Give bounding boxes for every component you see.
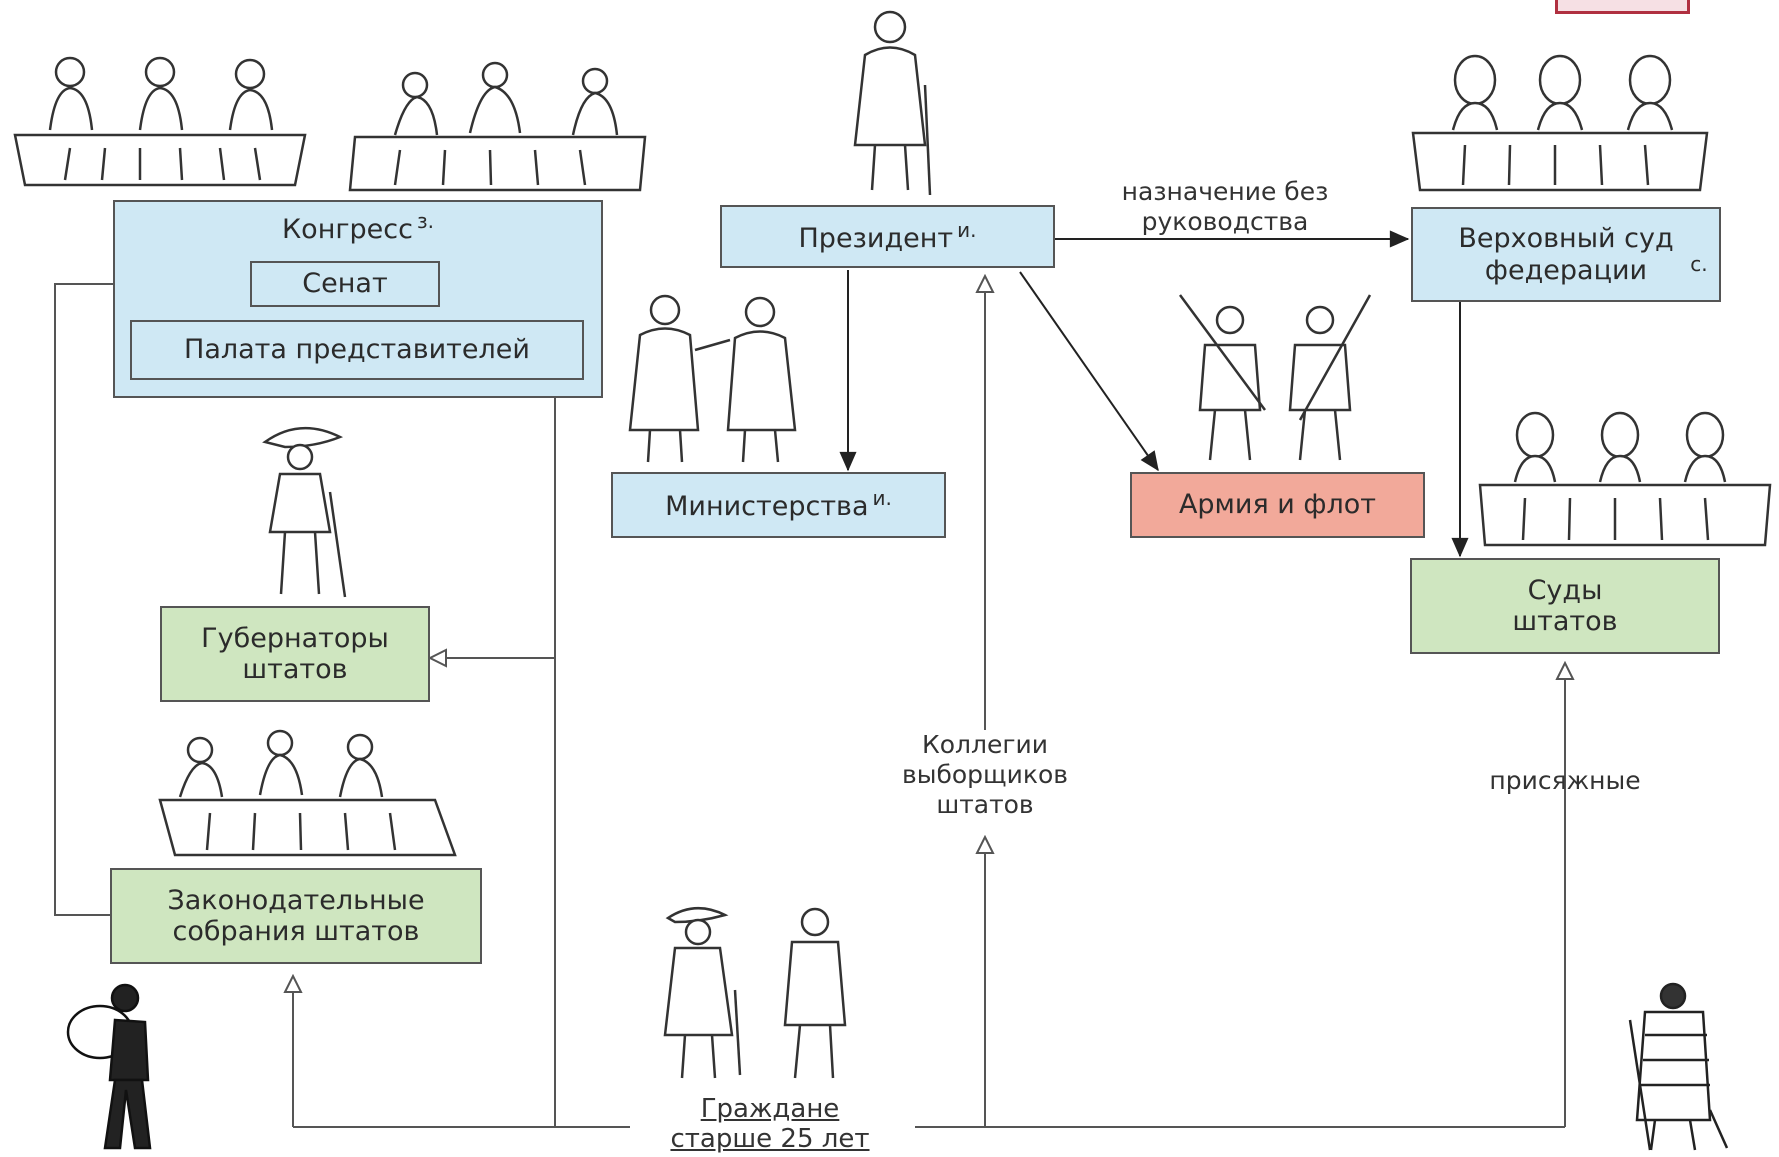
army-box: Армия и флот	[1130, 472, 1425, 538]
governors-label: Губернаторы штатов	[201, 622, 389, 685]
seated-officials-table-icon	[10, 40, 310, 190]
supreme-court-label: Верховный суд федерации	[1458, 223, 1674, 286]
arrow-president-army	[1019, 271, 1159, 472]
judges-table-icon	[1475, 400, 1775, 550]
state-courts-label: Суды штатов	[1512, 574, 1618, 637]
state-legislatures-box: Законодательные собрания штатов	[110, 868, 482, 964]
corner-marker	[1555, 0, 1690, 14]
house-label: Палата представителей	[184, 334, 530, 366]
slave-icon	[60, 980, 175, 1155]
seated-officials-table-icon	[345, 45, 655, 195]
jurors-label: присяжные	[1489, 766, 1641, 795]
governor-icon	[245, 412, 360, 602]
standing-official-icon	[830, 5, 950, 200]
state-legislatures-label: Законодательные собрания штатов	[167, 884, 425, 947]
legislature-table-icon	[155, 715, 460, 860]
citizens-icon	[640, 900, 870, 1085]
president-mark: и.	[957, 217, 977, 242]
ministries-mark: и.	[872, 486, 892, 511]
president-label: Президент	[798, 222, 954, 254]
ministers-icon	[610, 290, 820, 470]
ministries-label: Министерства	[665, 491, 869, 523]
soldiers-icon	[1170, 290, 1380, 470]
house-box: Палата представителей	[130, 320, 584, 380]
supreme-court-box: Верховный суд федерации с.	[1411, 207, 1721, 302]
army-label: Армия и флот	[1178, 489, 1377, 521]
senate-label: Сенат	[302, 268, 388, 300]
native-american-icon	[1615, 980, 1730, 1155]
congress-mark: з.	[416, 209, 434, 233]
governors-box: Губернаторы штатов	[160, 606, 430, 702]
appointment-label: назначение без руководства	[1121, 177, 1329, 236]
citizens-label: Граждане старше 25 лет	[670, 1094, 870, 1154]
congress-label: Конгресс	[282, 214, 413, 245]
senate-box: Сенат	[250, 261, 440, 307]
electors-label: Коллегии выборщиков штатов	[902, 730, 1068, 819]
supreme-court-mark: с.	[1690, 252, 1708, 277]
state-courts-box: Суды штатов	[1410, 558, 1720, 654]
judges-table-icon	[1405, 45, 1715, 195]
